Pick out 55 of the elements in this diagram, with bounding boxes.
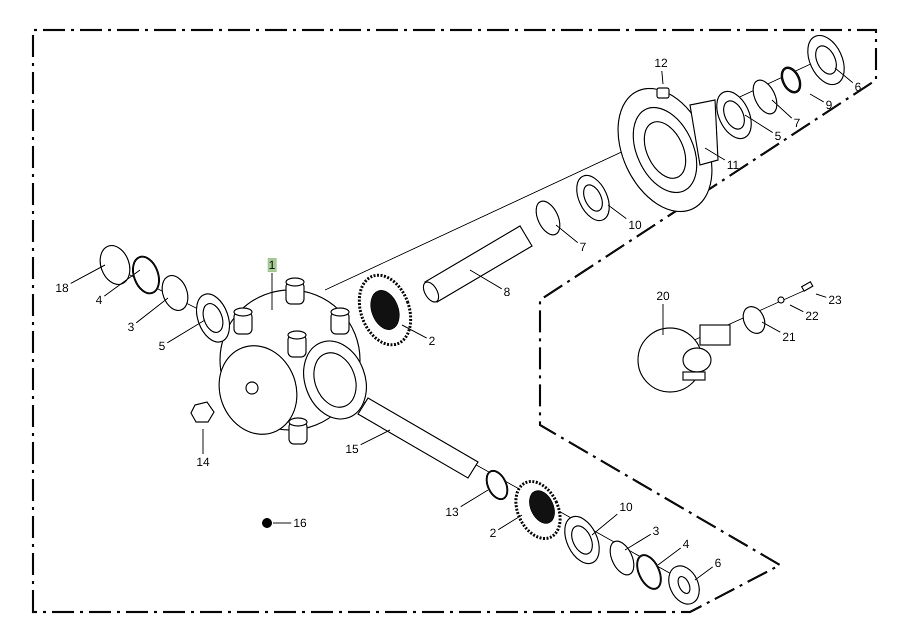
callout-number: 3 (126, 320, 136, 334)
callout-number: 23 (827, 293, 843, 307)
leader-line (498, 514, 522, 530)
leader-line (608, 204, 627, 220)
leader-line (592, 514, 618, 536)
callout-number: 21 (781, 330, 797, 344)
leader-line (744, 114, 774, 134)
leader-line (272, 522, 292, 524)
leader-line (658, 548, 682, 566)
leader-line (202, 428, 204, 454)
leader-line (834, 68, 854, 84)
callout-number: 16 (292, 516, 308, 530)
leader-line (166, 320, 206, 344)
callout-number: 10 (627, 218, 643, 232)
callout-number: 5 (774, 129, 782, 143)
leader-line (661, 70, 664, 84)
leader-line (790, 304, 804, 312)
leader-line (136, 298, 168, 324)
leader-line (662, 304, 664, 336)
callout-number: 11 (726, 158, 740, 172)
leader-line (470, 270, 502, 290)
callout-number: 22 (804, 309, 820, 323)
leader-line (810, 94, 824, 102)
callout-number: 14 (195, 455, 211, 469)
callout-number: 18 (54, 281, 70, 295)
callout-number: 7 (792, 116, 802, 130)
leader-line (772, 100, 792, 119)
leader-line (556, 224, 578, 244)
callout-number: 4 (682, 537, 690, 551)
callout-number: 10 (618, 500, 634, 514)
leader-line (360, 430, 390, 446)
callout-number: 12 (653, 56, 669, 70)
callout-number: 4 (94, 293, 104, 307)
solid-dot (262, 518, 272, 528)
callout-number: 2 (428, 334, 436, 348)
leader-line (70, 264, 106, 284)
callout-number: 13 (444, 505, 460, 519)
callout-number: 20 (655, 289, 671, 303)
callout-number: 9 (824, 98, 834, 112)
callout-number: 2 (488, 526, 498, 540)
leader-line (104, 270, 140, 297)
leader-line (460, 490, 488, 508)
callout-number: 6 (714, 556, 722, 570)
callout-number: 7 (578, 240, 588, 254)
callout-number: 15 (344, 442, 360, 456)
callout-number: 8 (502, 285, 512, 299)
leader-line (624, 534, 652, 550)
leader-line (402, 324, 428, 339)
callout-number: 5 (158, 339, 166, 353)
leader-line (694, 566, 714, 580)
leader-line (816, 294, 827, 298)
callout-number: 1 (268, 258, 276, 272)
leader-line (762, 322, 781, 333)
leader-line (704, 148, 726, 160)
callout-number: 3 (652, 524, 660, 538)
